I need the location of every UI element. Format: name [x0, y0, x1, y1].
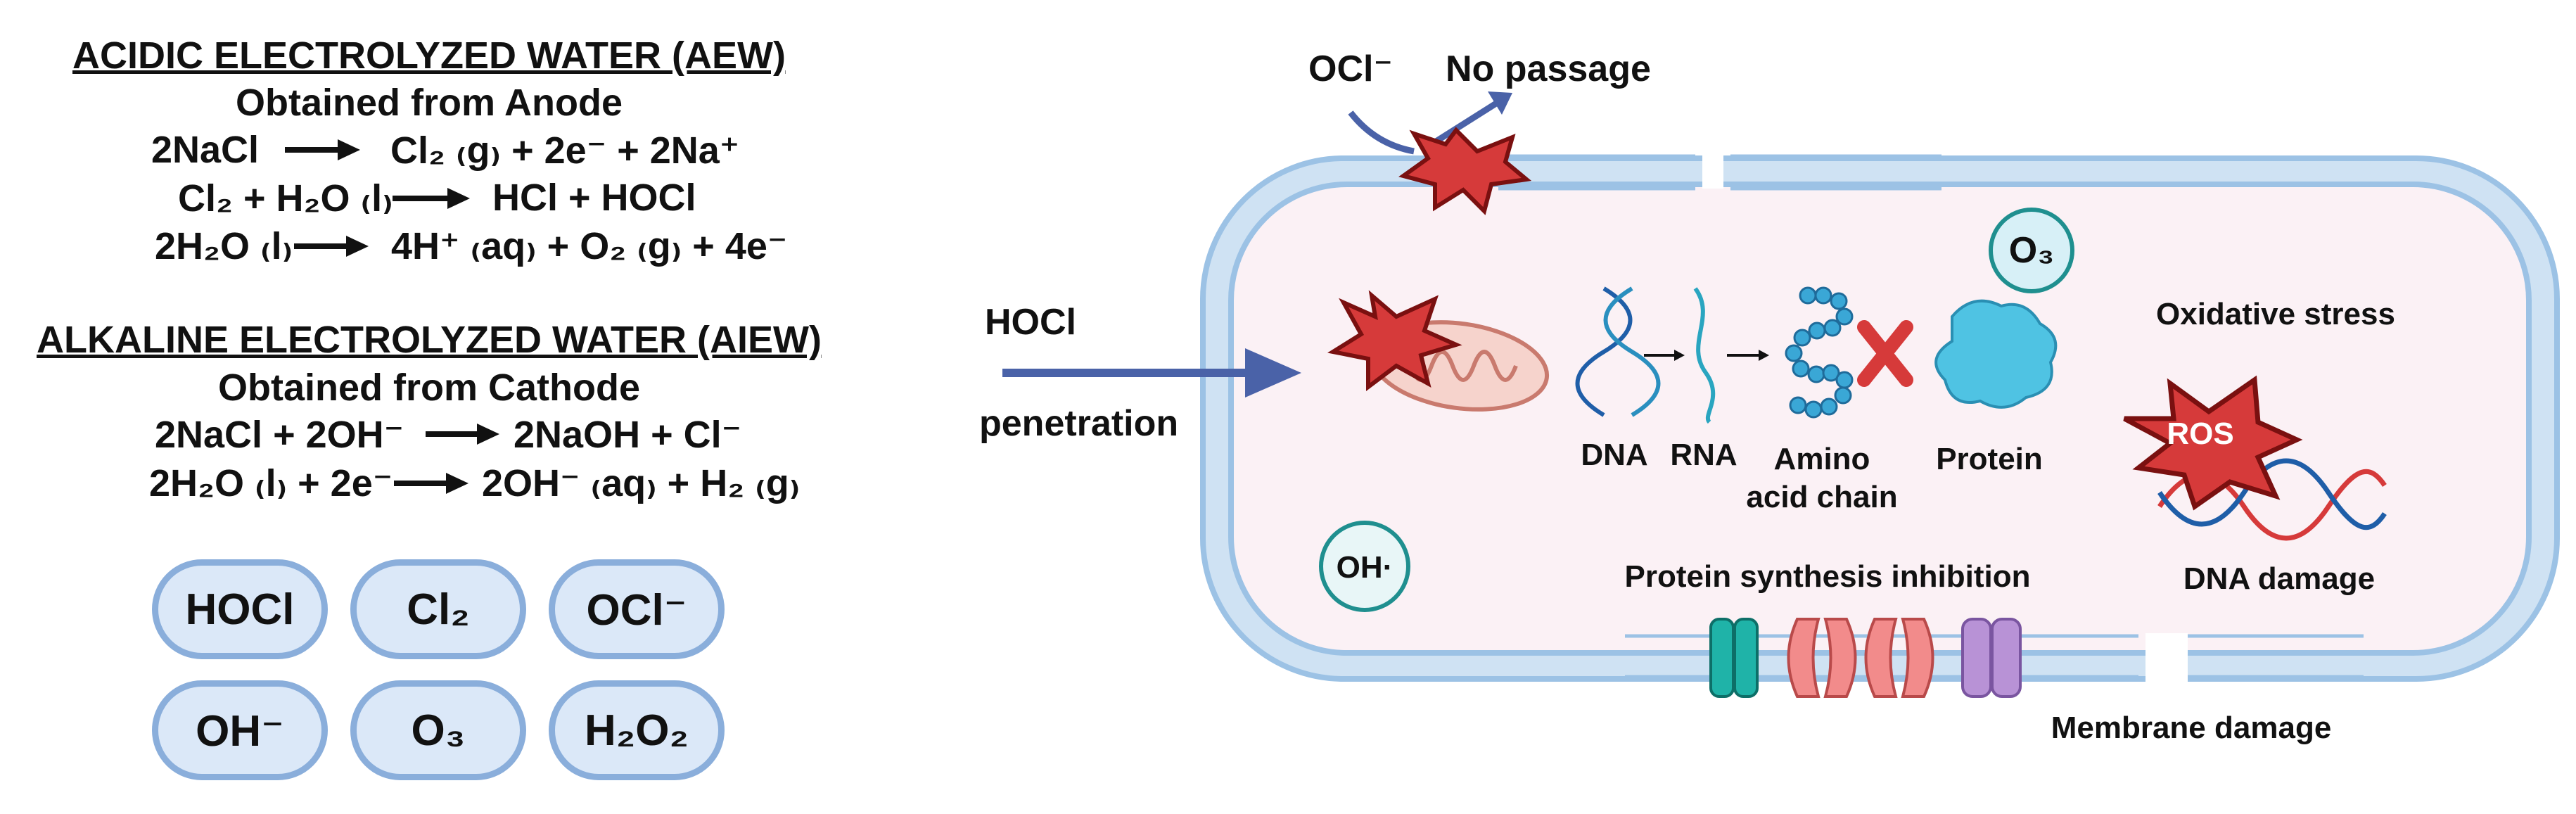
no-passage-label: No passage: [1446, 49, 1651, 89]
ros-label: ROS: [2167, 416, 2234, 451]
ion-pill-cl2: Cl₂: [350, 559, 526, 659]
membrane-channel-purple-icon: [1961, 618, 2022, 698]
arrow-icon: [393, 188, 470, 209]
aiew-eq1-left: 2NaCl + 2OH⁻: [155, 414, 404, 456]
ion-pill-oh: OH⁻: [152, 680, 328, 780]
membrane-gap-bottom: [2145, 633, 2188, 682]
aiew-eq1-right: 2NaOH + Cl⁻: [514, 414, 742, 456]
arrow-icon: [426, 424, 499, 445]
inhibition-x-icon: [1857, 320, 1913, 387]
no-passage-arrow: [1429, 99, 1500, 147]
amino-label-line1: Amino: [1773, 442, 1870, 476]
aew-eq2-left: Cl₂ + H₂O ₍l₎: [178, 177, 393, 220]
aew-heading: ACIDIC ELECTROLYZED WATER (AEW): [72, 34, 786, 77]
rna-icon: [1693, 287, 1716, 424]
membrane-channel-pink-icon-2: [1864, 618, 1934, 698]
arrow-icon: [285, 139, 360, 160]
ion-pill-h2o2: H₂O₂: [549, 680, 725, 780]
oh-radical-circle: [1319, 521, 1410, 612]
membrane-gap-top: [1702, 153, 1723, 189]
hocl-label: HOCl: [985, 302, 1076, 343]
protein-synthesis-label: Protein synthesis inhibition: [1624, 559, 2031, 594]
aew-source: Obtained from Anode: [236, 82, 623, 124]
dna-icon: [1575, 286, 1661, 417]
membrane-channel-pink-icon-1: [1787, 618, 1857, 698]
o3-label: O₃: [2008, 230, 2055, 271]
mitochondrion-burst-icon: [1327, 290, 1462, 391]
protein-label: Protein: [1936, 442, 2043, 476]
o3-circle: [1989, 208, 2074, 293]
hocl-arrowhead: [1245, 348, 1301, 398]
membrane-burst-icon: [1398, 127, 1532, 215]
aew-eq3-right: 4H⁺ ₍aq₎ + O₂ ₍g₎ + 4e⁻: [391, 225, 788, 267]
oxidative-stress-label: Oxidative stress: [2156, 297, 2395, 331]
amino-acid-chain-icon: [1785, 286, 1854, 419]
aiew-heading: ALKALINE ELECTROLYZED WATER (AIEW): [37, 319, 822, 361]
amino-label-line2: acid chain: [1746, 480, 1898, 514]
lipid-bilayer-top: [1498, 154, 1941, 191]
aiew-source: Obtained from Cathode: [217, 367, 641, 409]
aiew-eq2-right: 2OH⁻ ₍aq₎ + H₂ ₍g₎: [482, 462, 801, 504]
arrow-icon: [394, 473, 468, 494]
ocl-incoming-arrow: [1348, 110, 1415, 155]
oh-label: OH·: [1336, 550, 1394, 585]
aew-eq1-left: 2NaCl: [151, 129, 260, 171]
arrow-icon: [294, 236, 369, 257]
aew-eq1-right: Cl₂ ₍g₎ + 2e⁻ + 2Na⁺: [390, 129, 740, 172]
ocl-label: OCl⁻: [1308, 49, 1393, 89]
ion-pill-ocl: OCl⁻: [549, 559, 725, 659]
protein-icon: [1934, 299, 2058, 409]
ros-burst-icon: [2123, 375, 2303, 511]
membrane-damage-label: Membrane damage: [2051, 711, 2332, 745]
dna-damage-label: DNA damage: [2183, 561, 2376, 596]
ion-pill-o3: O₃: [350, 680, 526, 780]
dna-label: DNA: [1581, 438, 1648, 472]
penetration-label: penetration: [979, 403, 1179, 444]
membrane-channel-teal-icon: [1709, 618, 1759, 698]
aew-eq2-right: HCl + HOCl: [492, 177, 696, 219]
ion-pill-hocl: HOCl: [152, 559, 328, 659]
aiew-eq2-left: 2H₂O ₍l₎ + 2e⁻: [149, 462, 393, 504]
aew-eq3-left: 2H₂O ₍l₎: [155, 225, 293, 267]
no-passage-arrowhead: [1488, 91, 1512, 115]
rna-label: RNA: [1670, 438, 1737, 472]
